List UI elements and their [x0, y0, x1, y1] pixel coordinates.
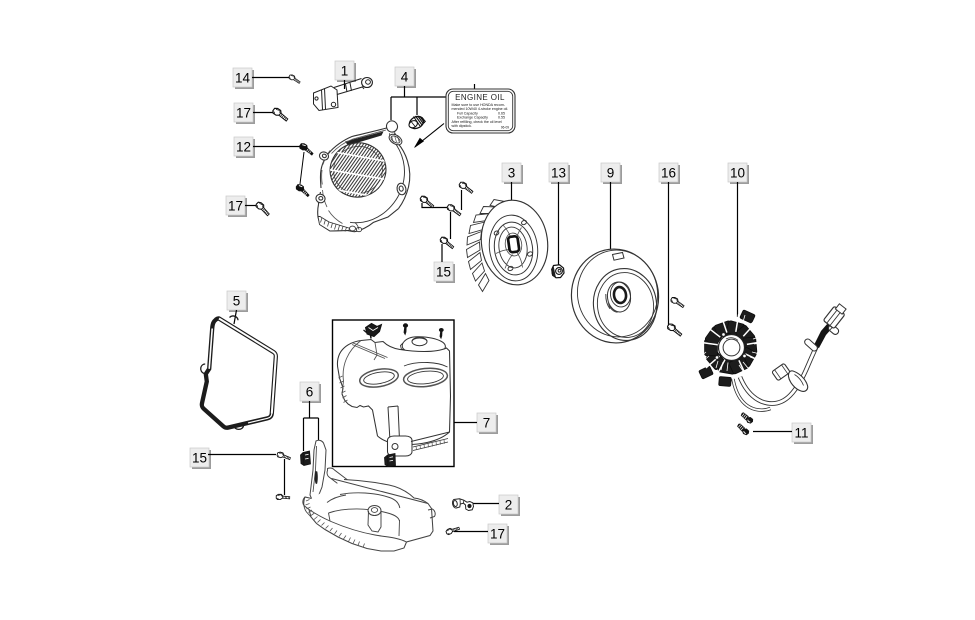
svg-text:15: 15 — [192, 451, 207, 466]
svg-text:1: 1 — [341, 64, 349, 79]
svg-text:2: 2 — [505, 498, 513, 513]
svg-text:11: 11 — [794, 426, 808, 441]
svg-text:After refilling, check the oil: After refilling, check the oil level — [452, 120, 503, 124]
svg-text:13: 13 — [551, 166, 566, 181]
svg-text:10: 10 — [730, 166, 745, 181]
svg-text:9: 9 — [607, 166, 615, 181]
svg-text:with dipstick.: with dipstick. — [452, 124, 472, 128]
svg-text:0.65: 0.65 — [498, 112, 505, 116]
svg-text:Full Capacity: Full Capacity — [457, 112, 478, 116]
svg-text:3: 3 — [508, 166, 516, 181]
svg-text:15: 15 — [436, 265, 451, 280]
svg-text:mended 10W40 4-stroke engine o: mended 10W40 4-stroke engine oil. — [452, 107, 509, 111]
svg-text:96-09: 96-09 — [501, 126, 509, 130]
svg-text:ENGINE OIL: ENGINE OIL — [455, 93, 505, 102]
svg-text:14: 14 — [235, 71, 251, 86]
svg-text:12: 12 — [236, 140, 251, 155]
svg-text:17: 17 — [236, 106, 251, 121]
svg-text:5: 5 — [233, 294, 241, 309]
svg-text:0.55: 0.55 — [498, 116, 505, 120]
svg-text:16: 16 — [661, 166, 676, 181]
svg-text:6: 6 — [306, 385, 314, 400]
svg-text:17: 17 — [490, 527, 505, 542]
svg-text:7: 7 — [483, 416, 491, 431]
svg-text:Exchange Capacity: Exchange Capacity — [457, 116, 488, 120]
svg-text:Make sure to use HONDA recom-: Make sure to use HONDA recom- — [452, 103, 506, 107]
svg-text:17: 17 — [228, 199, 243, 214]
svg-text:4: 4 — [401, 70, 409, 85]
